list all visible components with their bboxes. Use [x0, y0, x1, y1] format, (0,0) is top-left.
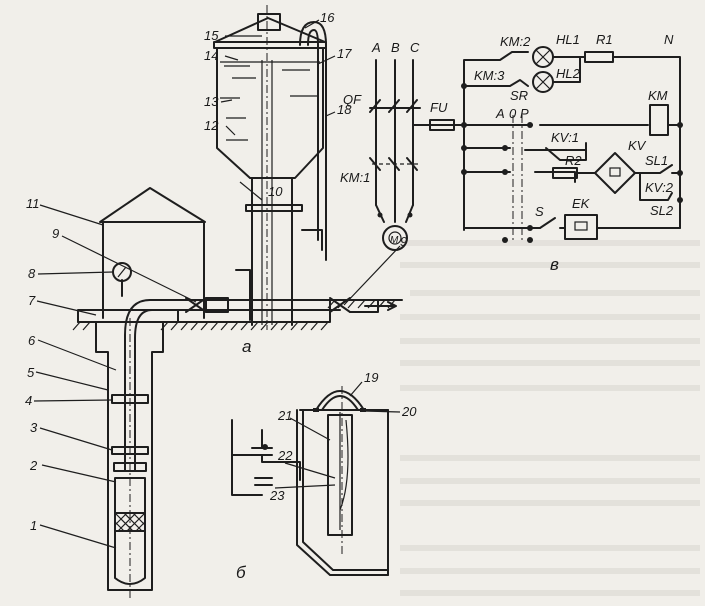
- label-s: S: [535, 204, 544, 219]
- ground-hatch-mark: [347, 299, 356, 309]
- well: [95, 318, 164, 598]
- callout-12: 12: [204, 118, 219, 133]
- label-sl2: SL2: [650, 203, 674, 218]
- label-km3: KM:3: [474, 68, 505, 83]
- ground-hatch-mark: [280, 321, 289, 331]
- callout-23: 23: [269, 488, 285, 503]
- callout-11: 11: [26, 196, 40, 211]
- ground-hatch-mark: [230, 321, 239, 331]
- label-kv: KV: [628, 138, 647, 153]
- callout-22: 22: [277, 448, 293, 463]
- callout-14: 14: [204, 48, 218, 63]
- label-km1: KM:1: [340, 170, 370, 185]
- callout-20: 20: [401, 404, 417, 419]
- ground-hatch-mark: [210, 321, 219, 331]
- callout-9-left: 9: [52, 226, 59, 241]
- callout-18: 18: [337, 102, 352, 117]
- callout-15: 15: [204, 28, 219, 43]
- ground-hatch-mark: [170, 321, 179, 331]
- ground-hatch-mark: [190, 321, 199, 331]
- ground-hatch-mark: [260, 321, 269, 331]
- ground-hatch-mark: [240, 321, 249, 331]
- callout-4: 4: [25, 393, 32, 408]
- callout-19: 19: [364, 370, 378, 385]
- label-kv2: KV:2: [645, 180, 674, 195]
- label-mode-auto: A: [495, 106, 505, 121]
- callout-1: 1: [30, 518, 37, 533]
- reservoir: [99, 187, 206, 319]
- label-sl1: SL1: [645, 153, 668, 168]
- callout-2: 2: [29, 458, 38, 473]
- callout-16: 16: [320, 10, 335, 25]
- background-text-bleed: [400, 240, 700, 596]
- label-km2: KM:2: [500, 34, 531, 49]
- label-qf: QF: [343, 92, 362, 107]
- callout-6: 6: [28, 333, 36, 348]
- discharge-pipe: [112, 262, 397, 471]
- callout-5: 5: [27, 365, 35, 380]
- label-hl1: HL1: [556, 32, 580, 47]
- callout-8: 8: [28, 266, 36, 281]
- ground-hatch-mark: [357, 299, 366, 309]
- ground-hatch-mark: [220, 321, 229, 331]
- callout-17: 17: [337, 46, 352, 61]
- label-r2: R2: [565, 153, 582, 168]
- label-phase-c: C: [410, 40, 420, 55]
- level-sensor-panel: 19 20 21 22 23 б: [231, 370, 417, 582]
- label-ek: EK: [572, 196, 591, 211]
- ground-hatch-mark: [82, 321, 91, 331]
- callout-13: 13: [204, 94, 219, 109]
- ground-hatch-mark: [180, 321, 189, 331]
- ground-hatching: [72, 299, 396, 331]
- label-phase-a: A: [371, 40, 381, 55]
- ground-hatch-mark: [320, 321, 329, 331]
- control-circuit: A B C QF FU KM:1 M KM:2 KM:3 HL1 HL2 R1 …: [340, 32, 683, 274]
- panel-label-b: б: [236, 563, 247, 582]
- label-sr: SR: [510, 88, 528, 103]
- ground-hatch-mark: [290, 321, 299, 331]
- label-fu: FU: [430, 100, 448, 115]
- panel-label-a: а: [242, 337, 251, 356]
- label-hl2: HL2: [556, 66, 581, 81]
- ground-hatch-mark: [270, 321, 279, 331]
- label-kv1: KV:1: [551, 130, 579, 145]
- callout-21: 21: [277, 408, 292, 423]
- label-n: N: [664, 32, 674, 47]
- ground-hatch-mark: [250, 321, 259, 331]
- ground-hatch-mark: [300, 321, 309, 331]
- callout-labels: 1 2 3 4 5 6 7 8 9 9 10 11 12 13 14 15 16…: [25, 10, 407, 533]
- ground-hatch-mark: [200, 321, 209, 331]
- callout-7: 7: [28, 293, 36, 308]
- label-phase-b: B: [391, 40, 400, 55]
- panel-label-v: в: [550, 255, 559, 274]
- callout-leaders: [33, 19, 401, 549]
- ground-hatch-mark: [310, 321, 319, 331]
- water-tower: [213, 5, 327, 330]
- label-r1: R1: [596, 32, 613, 47]
- ground-hatch-mark: [72, 321, 81, 331]
- callout-3: 3: [30, 420, 38, 435]
- label-motor: M: [390, 235, 399, 246]
- label-mode-off: 0: [509, 106, 517, 121]
- label-km-coil: KM: [648, 88, 668, 103]
- callout-9-right: 9: [400, 234, 407, 249]
- label-mode-manual: P: [520, 106, 529, 121]
- callout-10: 10: [268, 184, 283, 199]
